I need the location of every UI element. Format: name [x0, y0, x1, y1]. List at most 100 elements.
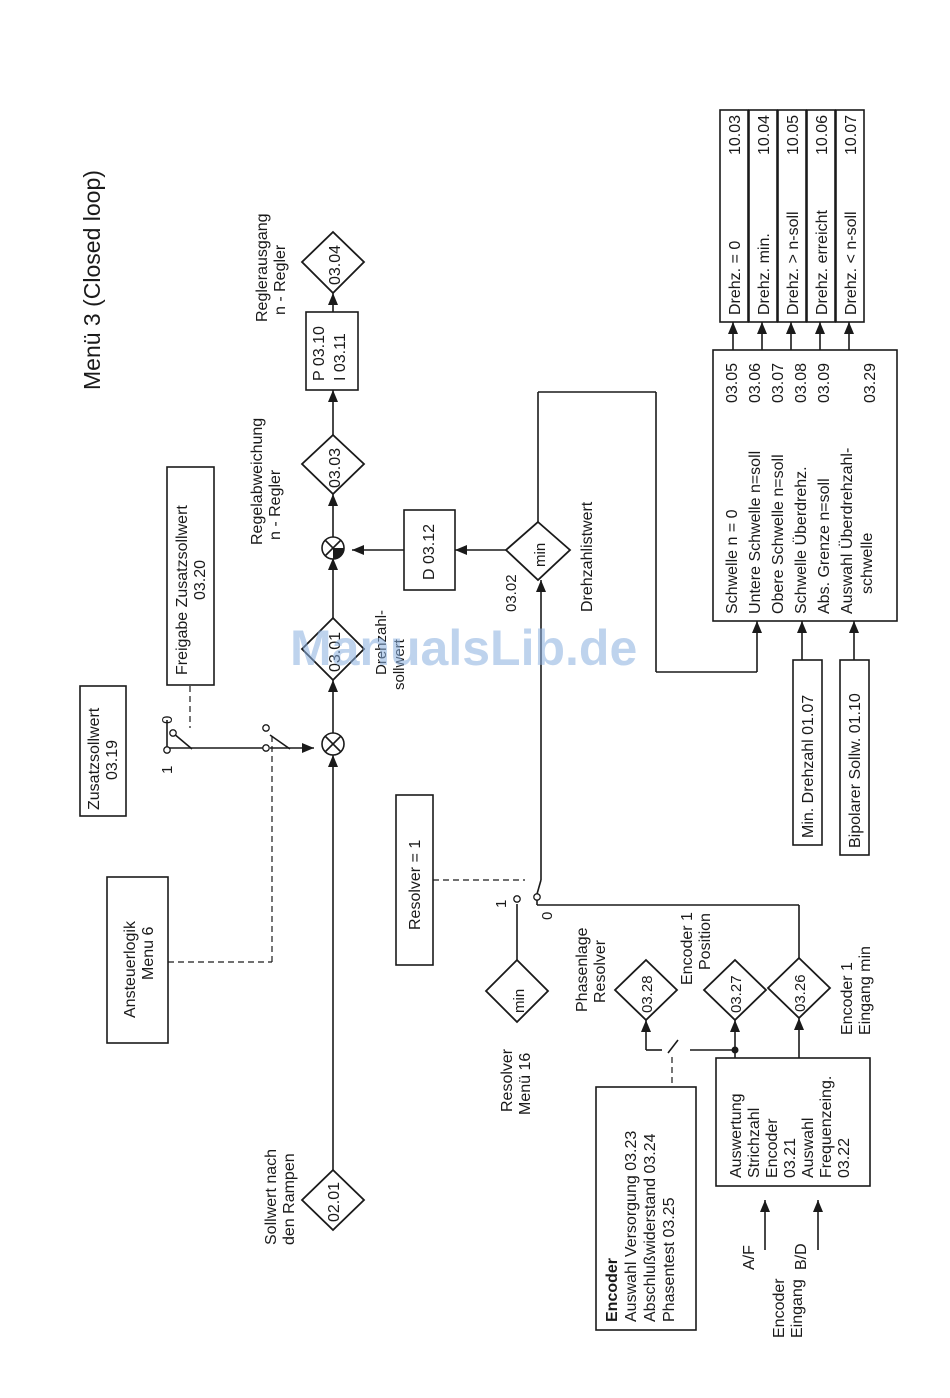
threshold-rows: Schwelle n = 0 03.05 Untere Schwelle n=s…	[724, 363, 879, 614]
drehzahlistwert-unit: min	[532, 543, 549, 567]
zusatzsollwert-box	[79, 685, 127, 817]
switch1-contact-0	[169, 729, 177, 737]
summing-junction-1	[321, 732, 345, 756]
position-line2: Position	[697, 913, 714, 970]
reglerausgang-line2: n - Regler	[272, 244, 289, 315]
threshold-row-4-name: Schwelle Überdrehz.	[792, 466, 810, 614]
eingang-line1: Encoder 1	[839, 962, 856, 1035]
switch1-label-0: 0	[159, 716, 176, 724]
diamond-03-03	[300, 433, 366, 496]
auswertung-line5: Auswahl	[800, 1118, 817, 1178]
output-box-1	[719, 109, 749, 323]
threshold-row-6-name: Auswahl Überdrehzahl-	[838, 448, 856, 614]
regelabweichung-line2: n - Regler	[267, 469, 284, 540]
summing-junction-2	[321, 536, 345, 560]
output-1-param: 10.03	[727, 115, 744, 155]
threshold-row-2-name: Untere Schwelle n=soll	[747, 451, 764, 614]
threshold-row-1-name: Schwelle n = 0	[724, 509, 741, 614]
param-02-01: 02.01	[326, 1182, 343, 1222]
output-1-name: Drehz. = 0	[727, 241, 744, 315]
auswertung-line1: Auswertung	[728, 1094, 745, 1179]
output-2-param: 10.04	[756, 115, 773, 155]
switch2-label-1: 1	[493, 900, 510, 908]
param-03-04: 03.04	[327, 245, 344, 285]
position-line1: Encoder 1	[679, 912, 696, 985]
encoder-line1: Auswahl Versorgung 03.23	[623, 1131, 640, 1322]
threshold-row-5-param: 03.09	[816, 363, 833, 403]
auswertung-line7: 03.22	[836, 1138, 853, 1178]
resolver-eq-label: Resolver = 1	[407, 840, 424, 930]
output-4-param: 10.06	[814, 115, 831, 155]
output-3-name: Drehz. > n-soll	[785, 211, 802, 315]
diamond-resolver	[484, 958, 550, 1024]
sollwert-label-line2: den Rampen	[281, 1153, 298, 1245]
switch-zusatz-contact-a	[262, 724, 270, 732]
pi-line2: I 03.11	[332, 333, 349, 381]
encoder-bd-label: B/D	[793, 1243, 810, 1270]
threshold-row-6-param: 03.29	[862, 363, 879, 403]
resolver-label-line2: Menü 16	[517, 1053, 534, 1115]
junction-dot	[731, 1046, 739, 1054]
zusatzsollwert-line2: 03.19	[104, 740, 121, 780]
auswertung-line4: 03.21	[782, 1138, 799, 1178]
switch-resolver-contact-1	[513, 895, 521, 903]
encoder-settings-box	[595, 1086, 697, 1331]
drehzahlsollwert-line2: sollwert	[391, 638, 408, 690]
min-drehzahl-label: Min. Drehzahl 01.07	[800, 695, 817, 838]
phasenlage-line1: Phasenlage	[574, 927, 591, 1012]
param-03-03: 03.03	[327, 448, 344, 488]
output-5-name: Drehz. < n-soll	[843, 211, 860, 315]
threshold-row-4-param: 03.08	[793, 363, 810, 403]
threshold-row-3-name: Obere Schwelle n=soll	[770, 454, 787, 614]
encoder-line2: Abschlußwiderstand 03.24	[642, 1133, 659, 1322]
threshold-row-7-name: schwelle	[859, 533, 876, 594]
diamond-03-02	[504, 520, 572, 582]
diagram-title: Menü 3 (Closed loop)	[79, 170, 105, 390]
switch-zusatz-contact-b	[262, 744, 270, 752]
freigabe-line1: Freigabe Zusatzsollwert	[174, 505, 191, 675]
output-box-4	[806, 109, 836, 323]
bipolarer-sollw-box	[839, 659, 870, 856]
ansteuerlogik-line2: Menu 6	[140, 927, 157, 980]
eingang-line2: Eingang min	[857, 946, 874, 1035]
threshold-row-1-param: 03.05	[724, 363, 741, 403]
param-03-28: 03.28	[639, 975, 656, 1013]
encoder-eingang-line1: Encoder	[771, 1278, 788, 1338]
auswertung-box	[715, 1057, 871, 1187]
threshold-box	[712, 349, 898, 622]
encoder-heading: Encoder	[604, 1258, 621, 1322]
param-03-02: 03.02	[503, 574, 520, 612]
freigabe-line2: 03.20	[192, 560, 209, 600]
d-regler-box	[403, 509, 456, 591]
output-box-3	[777, 109, 807, 323]
resolver-label-line1: Resolver	[499, 1048, 516, 1112]
pi-regler-box	[305, 311, 359, 391]
reglerausgang-line1: Reglerausgang	[254, 213, 271, 322]
param-03-27: 03.27	[728, 975, 745, 1013]
switch-resolver-contact-0	[533, 893, 541, 901]
diamond-02-01	[300, 1168, 366, 1232]
bipolarer-sollw-label: Bipolarer Sollw. 01.10	[847, 693, 864, 848]
diamond-03-26	[766, 956, 832, 1020]
zusatzsollwert-line1: Zusatzsollwert	[86, 707, 103, 810]
drehzahlsollwert-line1: Drehzahl-	[373, 610, 390, 675]
resolver-unit: min	[511, 989, 528, 1013]
threshold-row-3-param: 03.07	[770, 363, 787, 403]
param-03-01: 03.01	[327, 632, 344, 672]
ansteuerlogik-line1: Ansteuerlogik	[122, 920, 139, 1018]
freigabe-zusatzsollwert-box	[166, 466, 215, 686]
auswertung-line2: Strichzahl	[746, 1108, 763, 1178]
phasenlage-line2: Resolver	[592, 939, 609, 1003]
resolver-condition-box	[395, 794, 434, 966]
encoder-eingang-line2: Eingang	[789, 1279, 806, 1338]
diamond-03-04	[300, 230, 366, 295]
switch1-label-1: 1	[159, 766, 176, 774]
output-3-param: 10.05	[785, 115, 802, 155]
output-box-5	[835, 109, 865, 323]
watermark: ManualsLib.de	[290, 620, 637, 676]
drehzahlistwert-label: Drehzahlistwert	[579, 501, 596, 612]
pi-line1: P 03.10	[311, 326, 328, 381]
ansteuerlogik-box	[106, 876, 169, 1044]
diamond-03-01	[300, 616, 366, 682]
